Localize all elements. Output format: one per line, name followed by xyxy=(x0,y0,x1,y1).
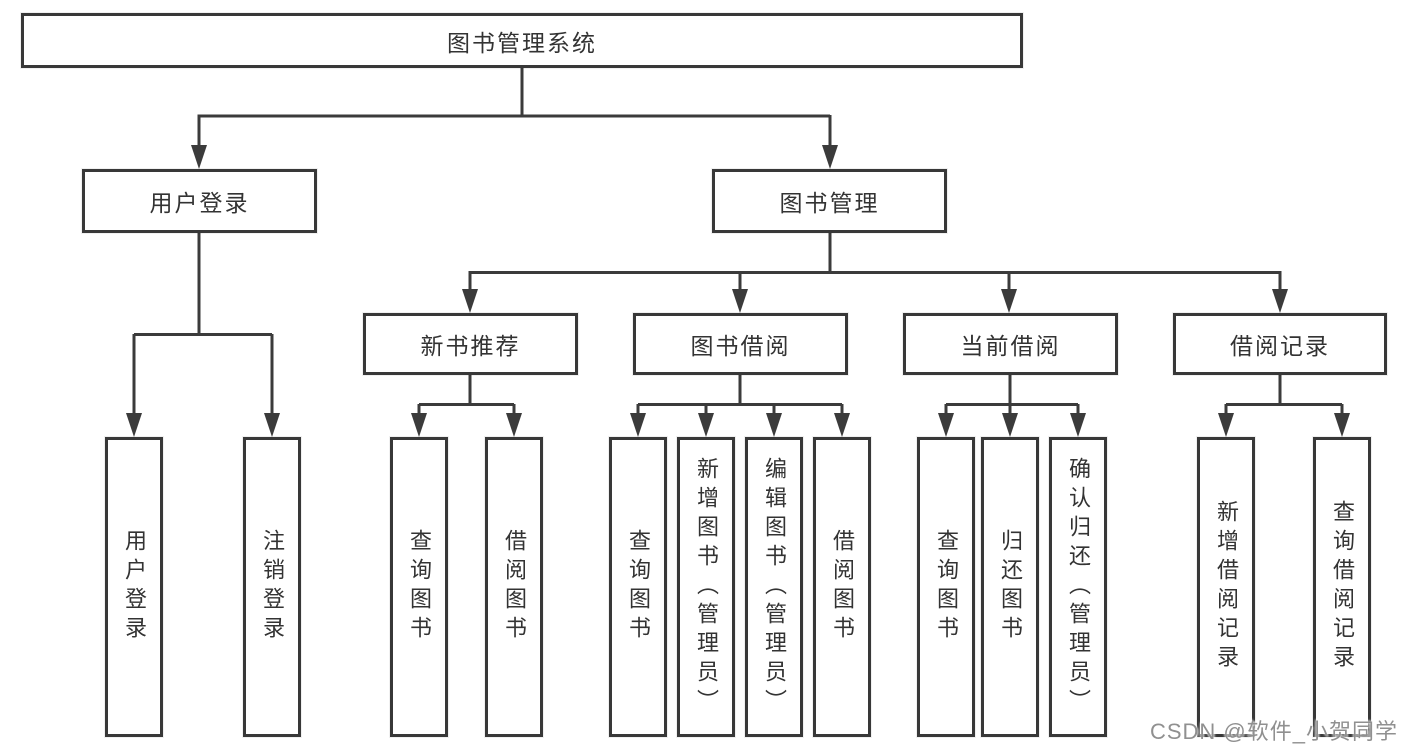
node-book-borrow: 图书借阅 xyxy=(633,313,848,375)
leaf-borrow-books: 借阅图书 xyxy=(813,437,871,737)
node-system-root: 图书管理系统 xyxy=(21,13,1023,68)
leaf-logout: 注销登录 xyxy=(243,437,301,737)
leaf-query-borrow-record: 查询借阅记录 xyxy=(1313,437,1371,737)
leaf-return-books: 归还图书 xyxy=(981,437,1039,737)
node-new-book-recommend: 新书推荐 xyxy=(363,313,578,375)
leaf-user-login: 用户登录 xyxy=(105,437,163,737)
leaf-query-books-current: 查询图书 xyxy=(917,437,975,737)
leaf-add-borrow-record: 新增借阅记录 xyxy=(1197,437,1255,737)
leaf-query-books-borrow: 查询图书 xyxy=(609,437,667,737)
leaf-edit-books-admin: 编辑图书（管理员） xyxy=(745,437,803,737)
node-book-management: 图书管理 xyxy=(712,169,947,233)
node-user-login: 用户登录 xyxy=(82,169,317,233)
node-current-borrow: 当前借阅 xyxy=(903,313,1118,375)
leaf-confirm-return-admin: 确认归还（管理员） xyxy=(1049,437,1107,737)
leaf-query-books-recommend: 查询图书 xyxy=(390,437,448,737)
leaf-borrow-books-recommend: 借阅图书 xyxy=(485,437,543,737)
csdn-watermark: CSDN @软件_小贺同学 xyxy=(1149,719,1398,744)
leaf-add-books-admin: 新增图书（管理员） xyxy=(677,437,735,737)
node-borrow-records: 借阅记录 xyxy=(1173,313,1387,375)
